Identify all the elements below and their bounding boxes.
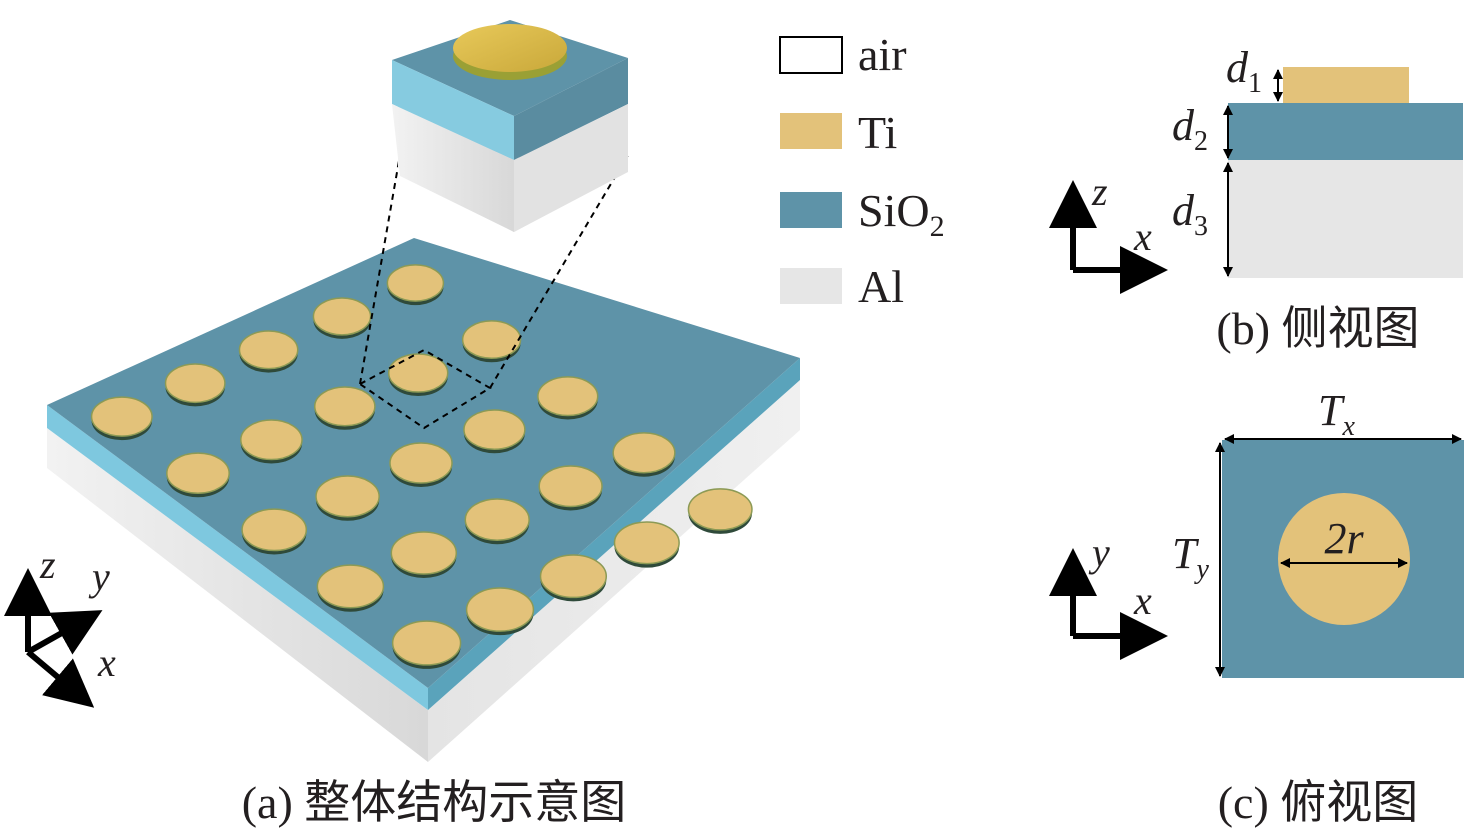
caption-a: (a) 整体结构示意图: [242, 777, 627, 828]
ti-disk: [386, 264, 445, 302]
legend-swatch-al: [780, 268, 842, 304]
ti-disk: [465, 587, 535, 632]
ti-disk: [90, 396, 153, 437]
legend-label-air: air: [858, 29, 907, 80]
ti-disk: [461, 320, 522, 360]
inset-connector-left: [359, 154, 401, 385]
ti-disk: [313, 386, 376, 427]
legend: air Ti SiO2 Al: [779, 29, 945, 312]
inset-connector-right: [489, 154, 629, 389]
ti-disk: [391, 620, 462, 666]
axis-y-label-c: y: [1088, 530, 1110, 575]
ti-disk: [538, 465, 603, 508]
ti-disk: [464, 498, 530, 541]
label-d1: d1: [1226, 43, 1262, 99]
al-layer-left-face: [47, 428, 428, 762]
label-d3: d3: [1172, 186, 1208, 242]
axes-top: [1049, 548, 1168, 660]
inset-sio2-leftface: [392, 60, 514, 160]
ti-disk: [389, 442, 453, 484]
al-layer-right-face: [428, 380, 800, 762]
label-ty: Ty: [1172, 529, 1209, 585]
axis-x-label-c: x: [1133, 578, 1152, 623]
caption-b: (b) 侧视图: [1216, 303, 1419, 354]
side-al-layer: [1228, 160, 1463, 278]
ti-disk: [316, 564, 385, 609]
legend-swatch-air: [779, 36, 843, 74]
ti-disk: [539, 554, 608, 599]
inset-ti-disk-top: [453, 24, 567, 72]
side-view: d1 d2 d3 z x (b) 侧视图: [1049, 43, 1463, 354]
ti-disk: [537, 376, 599, 417]
inset-al-rightface: [514, 104, 628, 232]
ti-disk-array: [90, 264, 753, 669]
axes-side: [1049, 180, 1168, 294]
label-tx: Tx: [1318, 386, 1355, 442]
ti-disk: [387, 353, 449, 393]
ti-disk: [390, 531, 458, 575]
legend-label-sio2: SiO2: [858, 185, 945, 243]
label-d2: d2: [1172, 101, 1208, 157]
ti-disk: [315, 475, 380, 518]
legend-label-al: Al: [858, 261, 904, 312]
axis-y-label-a: y: [88, 554, 110, 599]
ti-disk: [687, 488, 753, 531]
label-2r: 2r: [1324, 514, 1364, 563]
inset-al-leftface: [392, 104, 514, 232]
axis-z-label-a: z: [39, 542, 56, 587]
axis-x-label-a: x: [97, 640, 116, 685]
ti-disk: [312, 297, 372, 336]
ti-disk: [240, 419, 303, 461]
legend-swatch-sio2: [780, 192, 842, 228]
inset-sio2-rightface: [514, 58, 628, 160]
ti-disk: [463, 409, 526, 450]
side-sio2-layer: [1228, 103, 1463, 160]
ti-disk: [613, 521, 680, 565]
axes-3d: [3, 568, 103, 708]
ti-disk: [166, 452, 230, 495]
top-view: Tx Ty 2r y x (c) 俯视图: [1049, 386, 1464, 828]
unit-cell-inset: [392, 20, 628, 232]
legend-label-sio2-main: SiO: [858, 185, 930, 236]
legend-label-sio2-sub: 2: [930, 210, 945, 243]
slab-3d: [47, 154, 800, 762]
ti-disk: [612, 432, 676, 474]
side-ti-layer: [1283, 67, 1409, 103]
sio2-left-face: [47, 405, 428, 710]
ti-disk: [164, 363, 226, 404]
axis-z-label-b: z: [1091, 169, 1108, 214]
axis-x-label-b: x: [1133, 214, 1152, 259]
legend-label-ti: Ti: [858, 107, 897, 158]
ti-disk: [241, 508, 308, 552]
ti-disk: [238, 330, 299, 370]
legend-swatch-ti: [780, 113, 842, 149]
caption-c: (c) 俯视图: [1218, 777, 1419, 828]
